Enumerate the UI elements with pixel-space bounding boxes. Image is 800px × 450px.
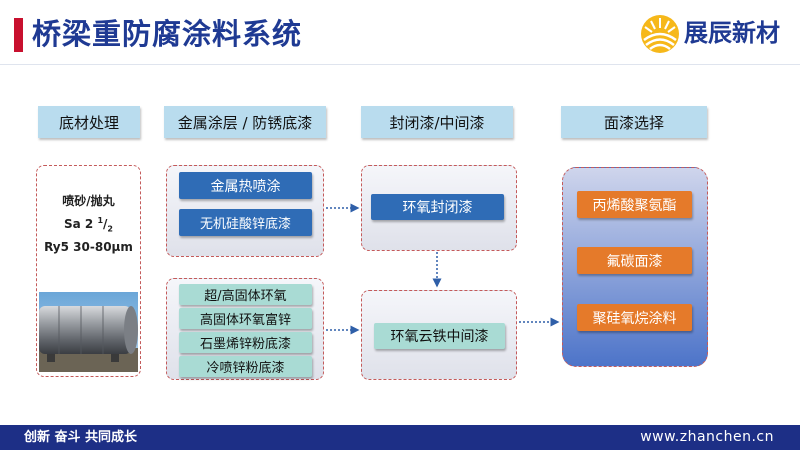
header-divider <box>0 64 800 65</box>
column-header-substrate: 底材处理 <box>38 106 140 138</box>
topcoat-item: 聚硅氧烷涂料 <box>577 304 692 331</box>
sealer-item: 环氧封闭漆 <box>371 194 504 220</box>
column-header-topcoat: 面漆选择 <box>561 106 707 138</box>
brand-name: 展辰新材 <box>684 19 780 47</box>
anti-rust-primer-item: 冷喷锌粉底漆 <box>179 356 312 377</box>
intermediate-item: 环氧云铁中间漆 <box>374 323 505 349</box>
column-header-middle-coat: 封闭漆/中间漆 <box>361 106 513 138</box>
footer-website: www.zhanchen.cn <box>640 429 774 445</box>
metal-coating-item: 无机硅酸锌底漆 <box>179 209 312 236</box>
footer-bar: 创新 奋斗 共同成长 www.zhanchen.cn <box>0 425 800 450</box>
steel-tank-photo-icon <box>39 292 138 372</box>
brand-logo: 展辰新材 <box>640 12 790 56</box>
title-accent-bar <box>14 18 23 52</box>
anti-rust-primer-item: 石墨烯锌粉底漆 <box>179 332 312 353</box>
grade-prefix: Sa 2 <box>63 217 94 231</box>
substrate-grade: Sa 2 1/2 <box>63 216 113 234</box>
grade-numerator: 1 <box>97 216 104 225</box>
topcoat-item: 丙烯酸聚氨酯 <box>577 191 692 218</box>
anti-rust-primer-item: 高固体环氧富锌 <box>179 308 312 329</box>
footer-slogan: 创新 奋斗 共同成长 <box>24 430 138 445</box>
substrate-method: 喷砂/抛丸 <box>62 194 115 208</box>
column-header-primer: 金属涂层 / 防锈底漆 <box>164 106 326 138</box>
grade-denominator: 2 <box>107 224 113 234</box>
substrate-roughness: Ry5 30-80μm <box>44 240 133 254</box>
sun-logo-icon <box>641 15 679 53</box>
anti-rust-primer-item: 超/高固体环氧 <box>179 284 312 305</box>
page-title: 桥梁重防腐涂料系统 <box>32 17 303 51</box>
topcoat-item: 氟碳面漆 <box>577 247 692 274</box>
metal-coating-item: 金属热喷涂 <box>179 172 312 199</box>
